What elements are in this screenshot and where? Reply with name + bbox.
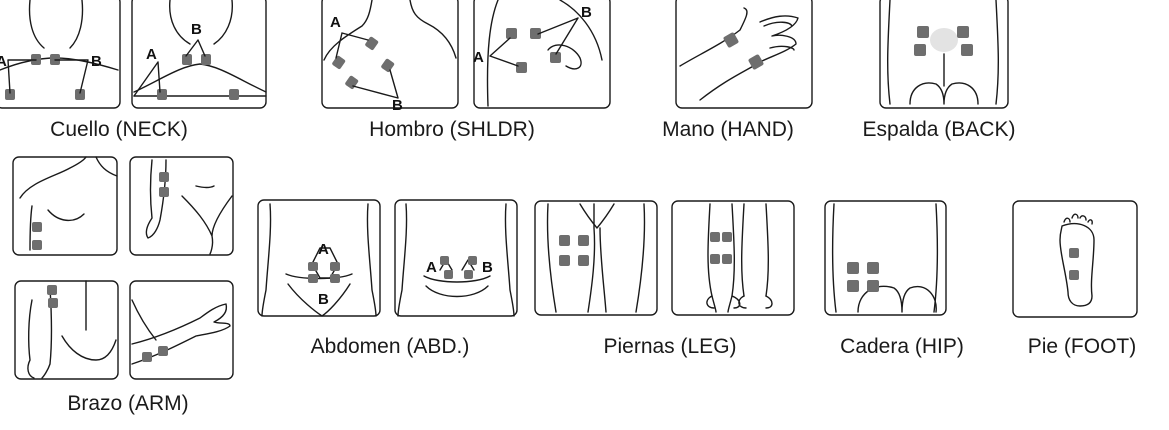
marker-b: B [318, 291, 329, 308]
neck-pad [201, 54, 211, 65]
shoulder-pad [506, 28, 517, 39]
hip-pad [847, 280, 859, 292]
marker-b: B [392, 97, 403, 114]
foot-pad [1069, 248, 1079, 258]
legs-panel-left [535, 201, 657, 315]
shoulder-pad [516, 62, 527, 73]
caption-neck: Cuello (NECK) [50, 118, 188, 142]
caption-hand: Mano (HAND) [662, 118, 794, 142]
arm-pad [159, 172, 169, 182]
back-panel [880, 0, 1008, 108]
arm-pad [32, 222, 42, 232]
shoulder-panel-left: A B [322, 0, 458, 114]
marker-a: A [330, 14, 341, 31]
back-pad [961, 44, 973, 56]
hand-panel [676, 0, 812, 108]
arm-pad [32, 240, 42, 250]
marker-a: A [473, 49, 484, 66]
legs-pad [559, 255, 570, 266]
caption-legs: Piernas (LEG) [603, 335, 736, 359]
legs-pad [710, 254, 720, 264]
legs-pad [559, 235, 570, 246]
caption-back: Espalda (BACK) [863, 118, 1016, 142]
abdomen-panel-right: A B [395, 200, 517, 316]
hip-pad [867, 280, 879, 292]
marker-b: B [482, 259, 493, 276]
hip-pad [867, 262, 879, 274]
caption-shoulder: Hombro (SHLDR) [369, 118, 535, 142]
neck-panel-left: A B [0, 0, 120, 108]
abdomen-pad [444, 270, 453, 279]
arm-pad [159, 187, 169, 197]
abdomen-panel-left: A B [258, 200, 380, 316]
foot-panel [1013, 201, 1137, 317]
shoulder-panel-right: A B [473, 0, 610, 108]
marker-b: B [581, 4, 592, 21]
hip-pad [847, 262, 859, 274]
caption-hip: Cadera (HIP) [840, 335, 964, 359]
abdomen-pad [330, 262, 340, 271]
arm-panel-3 [15, 281, 118, 379]
arm-pad [47, 285, 57, 295]
legs-pad [722, 232, 732, 242]
neck-pad [157, 89, 167, 100]
abdomen-pad [308, 274, 318, 283]
marker-b: B [91, 53, 102, 70]
abdomen-pad [308, 262, 318, 271]
abdomen-pad [468, 256, 477, 265]
neck-pad [229, 89, 239, 100]
arm-panel-4 [130, 281, 233, 379]
arm-pad [142, 352, 152, 362]
neck-panel-right: A B [132, 0, 266, 108]
back-pad [917, 26, 929, 38]
legs-pad [578, 235, 589, 246]
legs-pad [710, 232, 720, 242]
foot-pad [1069, 270, 1079, 280]
legs-panel-right [672, 201, 794, 315]
caption-foot: Pie (FOOT) [1028, 335, 1137, 359]
caption-abdomen: Abdomen (ABD.) [311, 335, 470, 359]
hip-panel [825, 201, 946, 315]
back-pad [914, 44, 926, 56]
legs-pad [722, 254, 732, 264]
abdomen-pad [440, 256, 449, 265]
arm-panel-1 [13, 157, 117, 255]
arm-pad [158, 346, 168, 356]
abdomen-pad [330, 274, 340, 283]
marker-a: A [0, 53, 7, 70]
marker-a: A [318, 241, 329, 258]
marker-b: B [191, 21, 202, 38]
caption-arm: Brazo (ARM) [67, 392, 188, 416]
arm-pad [48, 298, 58, 308]
marker-a: A [146, 46, 157, 63]
legs-pad [578, 255, 589, 266]
back-pad [957, 26, 969, 38]
arm-panel-2 [130, 157, 233, 255]
marker-a: A [426, 259, 437, 276]
abdomen-pad [464, 270, 473, 279]
